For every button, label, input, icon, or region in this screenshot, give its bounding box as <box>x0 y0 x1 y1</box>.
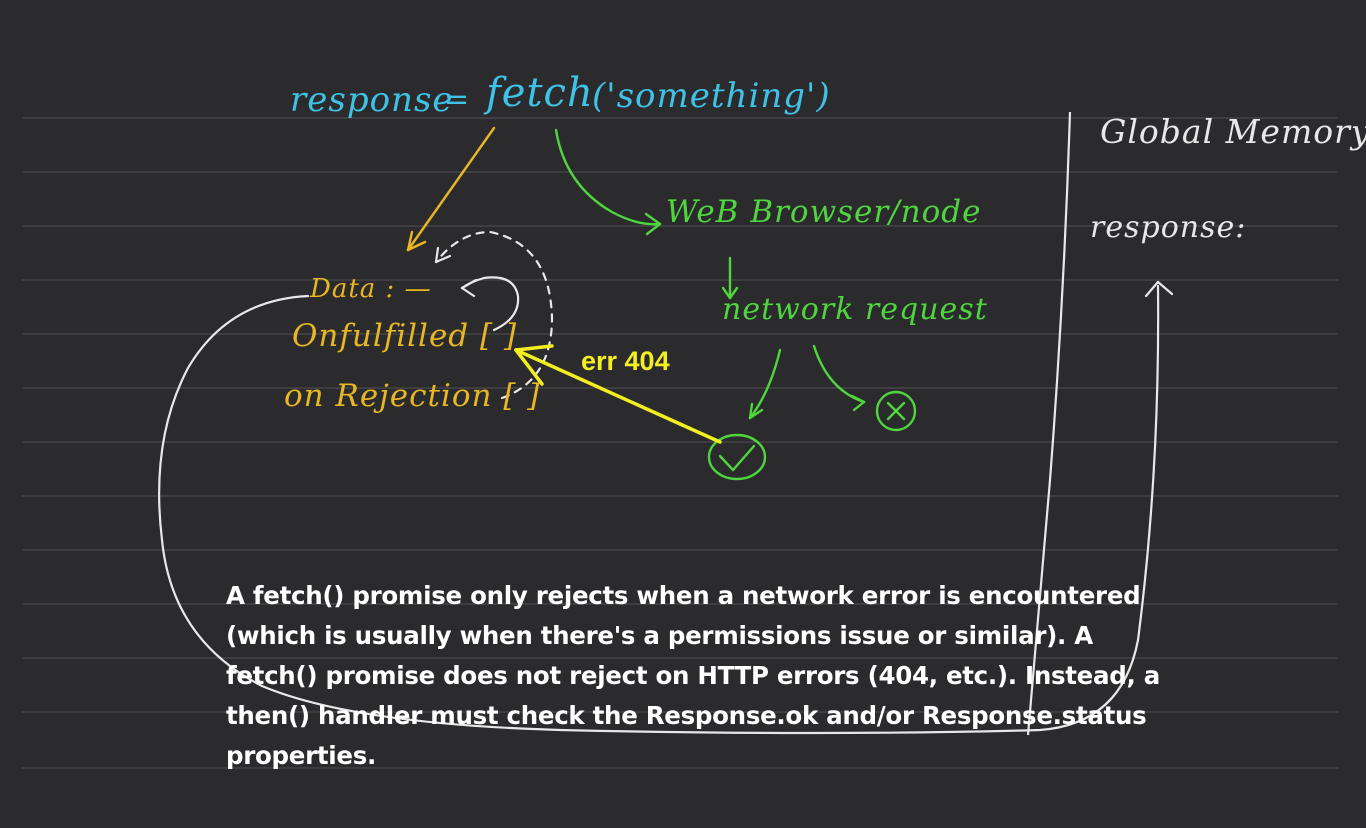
fetch-call: fetch <box>486 70 594 116</box>
equals-sign: = <box>444 82 471 117</box>
error-404-label: err 404 <box>581 346 670 376</box>
success-circle <box>707 433 767 481</box>
request-to-fail-arrow <box>812 344 866 412</box>
ruled-lines <box>22 117 1338 769</box>
promise-onfulfilled-field: Onfulfilled [ ] <box>292 318 518 354</box>
error-arrow <box>514 344 722 444</box>
network-request-label: network request <box>722 292 988 327</box>
fetch-to-browser-arrow <box>554 128 662 236</box>
web-browser-label: WeB Browser/node <box>666 194 982 230</box>
promise-data-field: Data : — <box>310 274 432 304</box>
fetch-argument: ('something') <box>592 76 831 116</box>
promise-onrejection-field: on Rejection [ ] <box>284 378 541 414</box>
fetch-rejection-note: A fetch() promise only rejects when a ne… <box>226 581 1160 770</box>
response-variable: response <box>290 80 454 120</box>
fetch-to-data-arrow <box>406 126 496 252</box>
memory-divider <box>1026 111 1072 736</box>
resolve-loop-arrow <box>158 284 1160 735</box>
memory-response-var: response: <box>1090 210 1247 245</box>
global-memory-title: Global Memory <box>1100 112 1366 151</box>
memory-arrow-head <box>1144 280 1174 298</box>
rejection-dashed-arrow <box>434 230 554 400</box>
browser-to-request-arrow <box>721 256 739 300</box>
request-to-success-arrow <box>748 348 782 420</box>
data-curl-arrow <box>460 276 520 332</box>
fail-circle <box>875 390 917 432</box>
rejection-arrow-head <box>434 246 452 264</box>
